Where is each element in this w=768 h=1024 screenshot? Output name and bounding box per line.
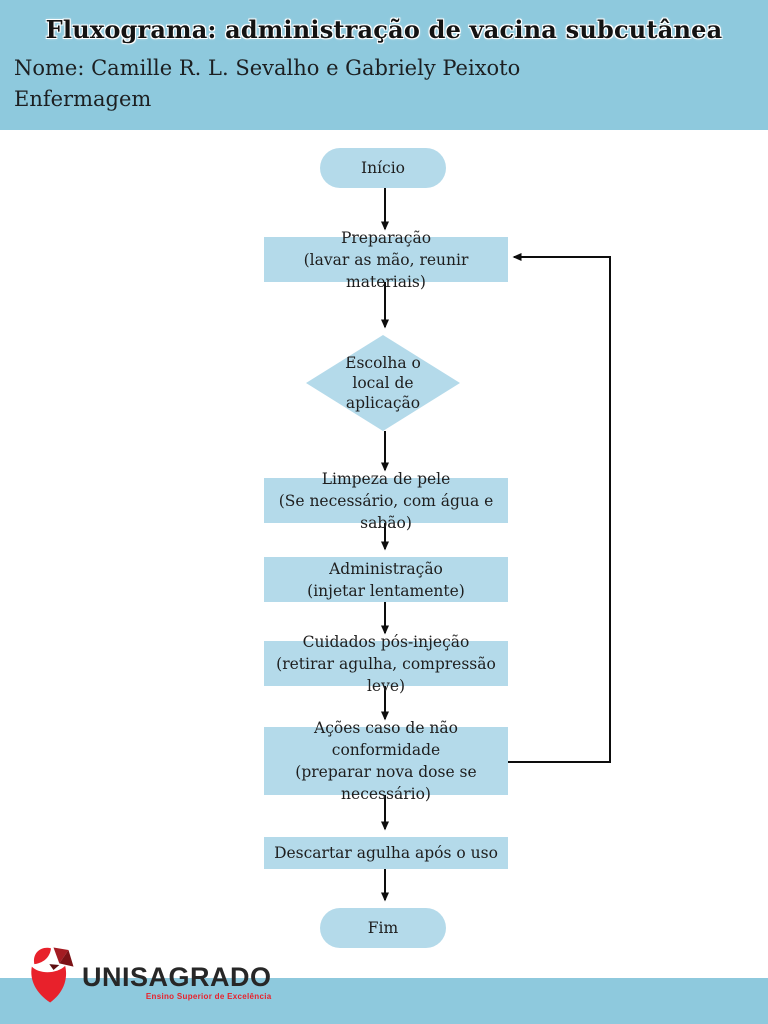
node-administracao: Administração (injetar lentamente) <box>264 557 508 602</box>
header-banner: Fluxograma: administração de vacina subc… <box>0 0 768 130</box>
logo-tagline: Ensino Superior de Excelência <box>145 992 272 1001</box>
course-line: Enfermagem <box>14 87 152 111</box>
node-sublabel: (Se necessário, com água e sabão) <box>278 491 494 532</box>
unisagrado-logo: UNISAGRADO Ensino Superior de Excelência <box>26 944 272 1006</box>
node-label: Ações caso de não conformidade <box>314 719 458 759</box>
author-line: Nome: Camille R. L. Sevalho e Gabriely P… <box>14 56 521 80</box>
node-label: Limpeza de pele <box>321 469 451 488</box>
node-label: Fim <box>367 919 399 937</box>
node-label: Cuidados pós-injeção <box>302 632 470 651</box>
node-label: Descartar agulha após o uso <box>274 844 498 862</box>
logo-wordmark: UNISAGRADO <box>82 962 272 992</box>
node-label: Administração <box>329 559 443 578</box>
node-label: local de <box>352 374 414 392</box>
footer-strip <box>0 978 768 1024</box>
node-limpeza: Limpeza de pele (Se necessário, com água… <box>264 470 508 532</box>
node-sublabel: necessário) <box>341 785 431 803</box>
node-sublabel: (preparar nova dose se <box>295 763 477 781</box>
node-fim: Fim <box>320 908 446 948</box>
node-inicio: Início <box>320 148 446 188</box>
node-label: Início <box>360 159 406 177</box>
node-escolha-local: Escolha o local de aplicação <box>306 335 460 431</box>
node-sublabel: (lavar as mão, reunir materiais) <box>303 250 469 291</box>
node-acoes: Ações caso de não conformidade (preparar… <box>264 719 508 803</box>
node-label: Preparação <box>340 228 432 247</box>
node-label: aplicação <box>345 394 421 412</box>
node-descartar: Descartar agulha após o uso <box>264 837 508 869</box>
node-label: Escolha o <box>345 354 421 372</box>
flowchart-canvas: Início Preparação (lavar as mão, reunir … <box>0 130 768 978</box>
feedback-loop-acoes-preparacao <box>508 253 611 763</box>
page-title: Fluxograma: administração de vacina subc… <box>45 15 723 44</box>
node-sublabel: (injetar lentamente) <box>307 581 465 600</box>
logo-text-group: UNISAGRADO Ensino Superior de Excelência <box>82 962 272 1002</box>
node-preparacao: Preparação (lavar as mão, reunir materia… <box>264 229 508 291</box>
node-sublabel: (retirar agulha, compressão leve) <box>276 654 496 695</box>
unisagrado-emblem-icon <box>31 947 74 1003</box>
node-cuidados: Cuidados pós-injeção (retirar agulha, co… <box>264 633 508 695</box>
